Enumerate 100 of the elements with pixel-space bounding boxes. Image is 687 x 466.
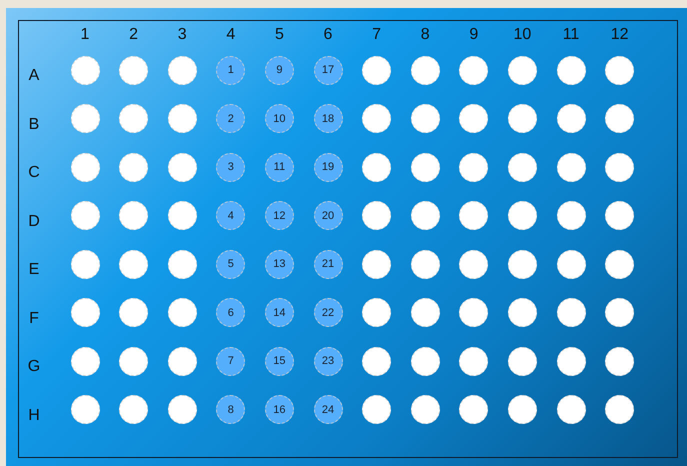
empty-well [410,104,440,133]
empty-well [119,152,148,182]
numbered-well: 9 [264,56,294,84]
numbered-well: 18 [314,104,342,133]
empty-well [556,152,586,182]
empty-well [508,250,537,278]
empty-well [459,346,488,376]
numbered-well: 19 [314,152,342,182]
empty-well [70,152,100,182]
empty-well [119,104,148,133]
empty-well [605,152,634,182]
column-label: 11 [562,26,580,44]
row-label: H [27,406,41,424]
column-label: 2 [128,26,140,44]
empty-well [508,298,537,327]
numbered-well: 5 [216,250,246,278]
empty-well [168,56,197,84]
empty-well [168,298,197,327]
numbered-well: 3 [216,152,246,182]
empty-well [556,56,586,84]
numbered-well: 11 [264,152,294,182]
empty-well [168,152,197,182]
empty-well [508,201,537,230]
empty-well [459,104,488,133]
numbered-well: 22 [314,298,342,327]
row-label: B [28,116,40,134]
column-label: 9 [468,26,480,44]
empty-well [70,298,100,327]
empty-well [459,250,488,278]
empty-well [168,104,197,133]
empty-well [119,250,148,278]
numbered-well: 7 [216,346,246,376]
empty-well [459,298,488,327]
numbered-well: 8 [216,395,246,424]
numbered-well: 21 [314,250,342,278]
numbered-well: 20 [314,201,342,230]
column-label: 6 [322,26,334,44]
row-label: F [28,310,40,328]
empty-well [70,346,100,376]
empty-well [605,104,634,133]
empty-well [605,250,634,278]
empty-well [459,395,488,424]
empty-well [168,250,197,278]
empty-well [362,298,392,327]
numbered-well: 2 [216,104,246,133]
empty-well [459,152,488,182]
empty-well [362,104,392,133]
empty-well [410,250,440,278]
empty-well [556,346,586,376]
empty-well [605,201,634,230]
column-label: 7 [371,26,382,44]
numbered-well: 23 [314,346,342,376]
empty-well [410,152,440,182]
numbered-well: 1 [216,56,246,84]
numbered-well: 14 [264,298,294,327]
empty-well [362,201,392,230]
empty-well [168,201,197,230]
empty-well [70,395,100,424]
empty-well [410,298,440,327]
column-label: 1 [80,26,90,44]
column-label: 10 [512,26,532,44]
numbered-well: 24 [314,395,342,424]
empty-well [556,250,586,278]
empty-well [362,250,392,278]
empty-well [70,250,100,278]
empty-well [168,395,197,424]
numbered-well: 15 [264,346,294,376]
empty-well [508,104,537,133]
numbered-well: 13 [264,250,294,278]
empty-well [508,395,537,424]
empty-well [410,201,440,230]
empty-well [70,104,100,133]
column-label: 3 [176,26,188,44]
column-label: 4 [225,26,236,44]
column-label: 8 [420,26,431,44]
empty-well [410,395,440,424]
column-label: 5 [274,26,285,44]
empty-well [605,56,634,84]
numbered-well: 4 [216,201,246,230]
empty-well [605,298,634,327]
empty-well [556,104,586,133]
empty-well [119,56,148,84]
empty-well [70,201,100,230]
empty-well [362,56,392,84]
column-label: 12 [610,26,630,44]
empty-well [119,201,148,230]
numbered-well: 10 [264,104,294,133]
empty-well [605,395,634,424]
empty-well [410,346,440,376]
numbered-well: 17 [314,56,342,84]
empty-well [362,346,392,376]
empty-well [556,298,586,327]
empty-well [70,56,100,84]
empty-well [119,298,148,327]
empty-well [508,152,537,182]
numbered-well: 6 [216,298,246,327]
numbered-well: 16 [264,395,294,424]
numbered-well: 12 [264,201,294,230]
row-label: C [27,164,41,182]
empty-well [459,201,488,230]
